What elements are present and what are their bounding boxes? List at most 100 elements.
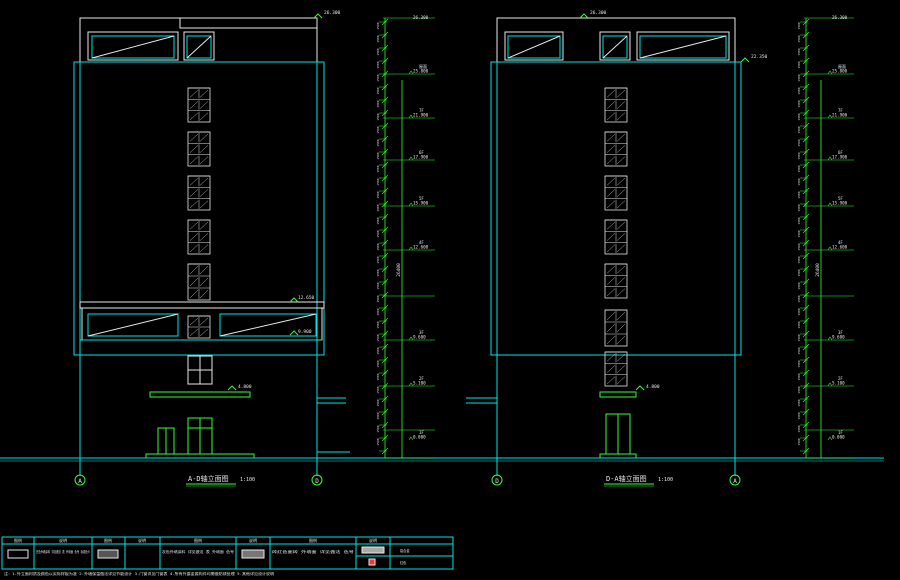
- legend-swatch-gray: [97, 549, 119, 559]
- axis-bubble-right-d: [491, 474, 503, 486]
- dim-tick-number: 1500: [376, 113, 380, 120]
- legend-header-2: 说明: [59, 537, 67, 543]
- floor-label: 2F: [419, 376, 424, 381]
- floor-elevation: 25.800: [413, 69, 429, 74]
- dim-tick-number: 1500: [376, 230, 380, 237]
- dim-tick-number: 1500: [376, 308, 380, 315]
- floor-elevation: 21.900: [413, 113, 429, 118]
- dim-tick-number: 1500: [376, 204, 380, 211]
- floor-elevation: 0.000: [832, 435, 845, 440]
- dim-tick-number: 1500: [376, 178, 380, 185]
- elev-triangle: [827, 246, 833, 251]
- elev-triangle: [827, 202, 833, 207]
- legend-text-5: 红色: [400, 560, 407, 565]
- left-title: A-D轴立面图: [188, 474, 229, 483]
- dim-tick-number: 1500: [376, 48, 380, 55]
- elev-triangle: [827, 114, 833, 119]
- left-roof-parapet: [79, 17, 318, 63]
- dim-tick-number: 1500: [376, 360, 380, 367]
- legend-table: 图例 说明 图例 说明 图例 说明 图例 说明 白色外墙涂料 详见做法 表 外墙…: [1, 536, 454, 576]
- left-elevation: [73, 17, 350, 459]
- floor-elevation: 15.900: [832, 201, 848, 206]
- floor-label: 7F: [838, 108, 843, 113]
- dim-tick-number: 1500: [797, 87, 801, 94]
- legend-header-1: 图例: [14, 537, 22, 543]
- legend-header-7: 图例: [309, 537, 317, 543]
- legend-header-3: 图例: [104, 537, 112, 543]
- floor-elevation: 17.900: [413, 155, 429, 160]
- legend-text-3: 砖红色面砖 外墙面 详见做法 色号: [272, 549, 354, 554]
- dim-tick-number: 1500: [376, 386, 380, 393]
- axis-label-right-d: D: [495, 478, 499, 485]
- left-window-column: [187, 87, 211, 339]
- dim-tick-number: 1500: [376, 256, 380, 263]
- floor-elevation: 0.000: [413, 435, 426, 440]
- dim-tick-number: 1500: [797, 74, 801, 81]
- dim-tick-number: 1500: [797, 230, 801, 237]
- elev-triangle: [827, 70, 833, 75]
- floor-label: 3F: [838, 330, 843, 335]
- elev-triangle: [827, 436, 833, 441]
- dim-tick-number: 1500: [797, 256, 801, 263]
- dim-tick-number: 1500: [797, 412, 801, 419]
- axis-bubble-right-a: [729, 474, 741, 486]
- floor-elevation: 12.600: [832, 245, 848, 250]
- dim-tick-number: 1500: [797, 243, 801, 250]
- floor-elevation: 12.600: [413, 245, 429, 250]
- dim-tick-number: 1500: [376, 321, 380, 328]
- dim-tick-number: 1500: [797, 347, 801, 354]
- dim-tick-number: 1500: [797, 334, 801, 341]
- legend-swatch-brick: [241, 549, 265, 559]
- floor-elevation: 25.800: [832, 69, 848, 74]
- dim-tick-number: 1500: [376, 373, 380, 380]
- dim-tick-number: 1500: [797, 217, 801, 224]
- left-roof-boxes: [87, 31, 215, 61]
- elev-canopy-low: 9.900: [298, 329, 312, 335]
- elev-triangle: [408, 202, 414, 207]
- dim-tick-number: 1500: [797, 178, 801, 185]
- legend-header-6: 说明: [249, 537, 257, 543]
- legend-header-8: 说明: [369, 537, 377, 543]
- dim-tick-number: 1500: [797, 282, 801, 289]
- elevation-marks: 26.300 26.300 22.350 12.650 9.900 4.800 …: [227, 10, 768, 391]
- dim-tick-number: 1500: [797, 61, 801, 68]
- dim-tick-number: 1500: [797, 399, 801, 406]
- floor-elevation: 5.100: [413, 381, 426, 386]
- dimension-chain-right: 屋面25.8007F21.9006F17.9005F15.9004F12.600…: [800, 15, 854, 459]
- left-title-scale: 1:100: [240, 477, 255, 483]
- axis-bubble-left-d: [311, 474, 323, 486]
- legend-header-5: 图例: [194, 537, 202, 543]
- dim-tick-number: 1500: [797, 113, 801, 120]
- floor-elevation: 15.900: [413, 201, 429, 206]
- axis-bubble-left-a: [74, 474, 86, 486]
- dim-tick-number: 1500: [797, 48, 801, 55]
- elev-triangle: [408, 156, 414, 161]
- dim-tick-number: 1500: [376, 165, 380, 172]
- right-roof-parapet: [496, 17, 736, 63]
- legend-note: 注：1.外立面材质及颜色以实际样板为准 2.外墙保温做法详见节能设计 3.门窗详…: [4, 571, 275, 576]
- legend-text-1: 白色外墙涂料 详见做法 表 外墙面 色号 标准色卡: [36, 549, 91, 554]
- dim-tick-number: 1500: [797, 373, 801, 380]
- dim-tick-number: 1500: [797, 308, 801, 315]
- dim-tick-number: 1500: [797, 425, 801, 432]
- floor-label: 5F: [838, 196, 843, 201]
- floor-label: 7F: [419, 108, 424, 113]
- right-entry-canopy: [599, 391, 637, 398]
- dim-tick-number: 1500: [797, 360, 801, 367]
- floor-label: 5F: [419, 196, 424, 201]
- dim-tick-number: 1500: [797, 126, 801, 133]
- dim-tick-number: 1500: [376, 152, 380, 159]
- floor-elevation: 26.300: [413, 15, 429, 20]
- floor-elevation: 5.100: [832, 381, 845, 386]
- dim-tick-number: 1500: [797, 35, 801, 42]
- floor-label: 1F: [838, 430, 843, 435]
- dim-tick-number: 1500: [376, 139, 380, 146]
- dim-tick-number: 1500: [376, 35, 380, 42]
- right-elevation: [466, 17, 742, 459]
- right-roof-boxes: [504, 31, 730, 61]
- drawing-titles: A-D轴立面图 1:100 D-A轴立面图 1:100: [186, 474, 673, 487]
- dim-tick-number: 1500: [797, 321, 801, 328]
- dim-tick-number: 1500: [376, 126, 380, 133]
- right-window-column: [604, 87, 628, 387]
